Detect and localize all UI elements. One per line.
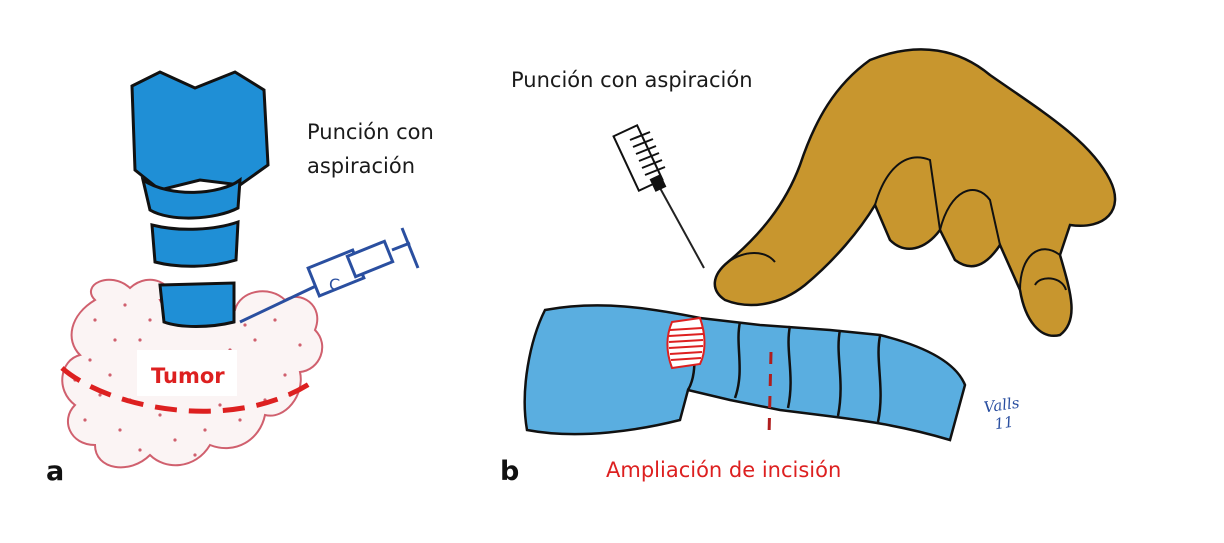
tracheal-ring-2 (158, 281, 236, 328)
syringe-a: C (239, 227, 420, 324)
panel-b-drawing (523, 48, 1117, 442)
incision-hatching (668, 327, 704, 361)
panel-a-puncion-label: Punción con aspiración (307, 120, 434, 178)
cricoid-ring (140, 176, 242, 220)
thyroid-cartilage (130, 70, 270, 192)
tumor-label-window (137, 350, 237, 396)
tracheal-tube (523, 304, 967, 442)
surgeon-hand (713, 48, 1117, 338)
artist-signature: Valls 11 (983, 394, 1023, 435)
panel-a-letter: a (46, 456, 65, 487)
incision-extension-label: Ampliación de incisión (606, 458, 842, 482)
aspiration-needle-b (612, 123, 705, 269)
panel-a-drawing: C (60, 70, 420, 469)
svg-text:C: C (329, 275, 340, 294)
panel-b-letter: b (500, 456, 520, 487)
incision-extension-dashed (767, 351, 773, 437)
panel-b-puncion-label: Punción con aspiración (511, 68, 753, 92)
tracheal-ring-1 (150, 219, 240, 268)
tumor-label: Tumor (151, 364, 225, 388)
